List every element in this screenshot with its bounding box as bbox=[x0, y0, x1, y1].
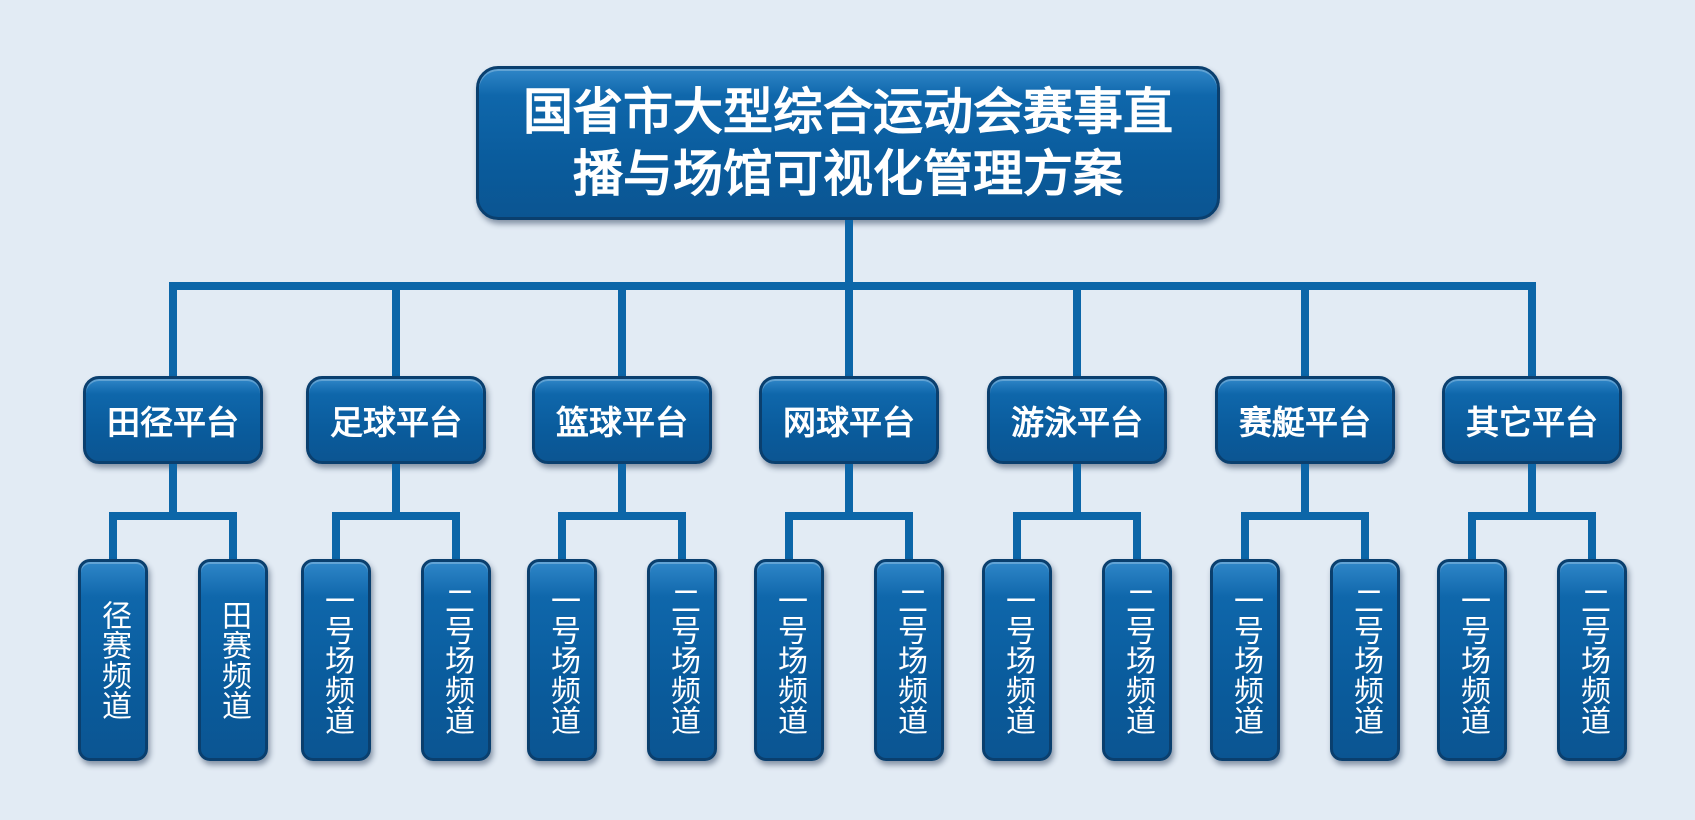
root-title-line1: 国省市大型综合运动会赛事直 bbox=[523, 83, 1173, 141]
channel-node: 二号场频道 bbox=[1330, 559, 1400, 761]
platform-drop-0 bbox=[169, 282, 177, 376]
root-title-line2: 播与场馆可视化管理方案 bbox=[573, 145, 1123, 203]
channel-node: 一号场频道 bbox=[1210, 559, 1280, 761]
channel-node: 二号场频道 bbox=[1557, 559, 1627, 761]
platform-drop-2 bbox=[618, 282, 626, 376]
child-bus-1 bbox=[332, 512, 460, 520]
channel-drop-1-1 bbox=[452, 512, 460, 559]
channel-drop-4-1 bbox=[1133, 512, 1141, 559]
channel-drop-0-1 bbox=[229, 512, 237, 559]
channel-node: 二号场频道 bbox=[421, 559, 491, 761]
channel-node: 一号场频道 bbox=[982, 559, 1052, 761]
child-bus-6 bbox=[1468, 512, 1596, 520]
platform-drop-6 bbox=[1528, 282, 1536, 376]
platform-drop-4 bbox=[1073, 282, 1081, 376]
channel-drop-2-0 bbox=[558, 512, 566, 559]
platform-stem-5 bbox=[1301, 464, 1309, 520]
channel-drop-5-1 bbox=[1361, 512, 1369, 559]
channel-node: 二号场频道 bbox=[1102, 559, 1172, 761]
channel-drop-3-1 bbox=[905, 512, 913, 559]
channel-node: 二号场频道 bbox=[874, 559, 944, 761]
platform-drop-1 bbox=[392, 282, 400, 376]
channel-drop-2-1 bbox=[678, 512, 686, 559]
child-bus-4 bbox=[1013, 512, 1141, 520]
child-bus-2 bbox=[558, 512, 686, 520]
platform-node: 足球平台 bbox=[306, 376, 486, 464]
platform-drop-5 bbox=[1301, 282, 1309, 376]
root-node: 国省市大型综合运动会赛事直 播与场馆可视化管理方案 bbox=[476, 66, 1220, 220]
platform-drop-3 bbox=[845, 282, 853, 376]
channel-drop-6-1 bbox=[1588, 512, 1596, 559]
platform-stem-4 bbox=[1073, 464, 1081, 520]
platform-stem-2 bbox=[618, 464, 626, 520]
channel-drop-3-0 bbox=[785, 512, 793, 559]
channel-drop-1-0 bbox=[332, 512, 340, 559]
channel-node: 一号场频道 bbox=[527, 559, 597, 761]
platform-node: 篮球平台 bbox=[532, 376, 712, 464]
platform-stem-3 bbox=[845, 464, 853, 520]
platform-node: 其它平台 bbox=[1442, 376, 1622, 464]
platform-node: 游泳平台 bbox=[987, 376, 1167, 464]
channel-drop-6-0 bbox=[1468, 512, 1476, 559]
platform-node: 赛艇平台 bbox=[1215, 376, 1395, 464]
channel-drop-5-0 bbox=[1241, 512, 1249, 559]
child-bus-0 bbox=[109, 512, 237, 520]
channel-node: 一号场频道 bbox=[301, 559, 371, 761]
channel-drop-4-0 bbox=[1013, 512, 1021, 559]
child-bus-5 bbox=[1241, 512, 1369, 520]
child-bus-3 bbox=[785, 512, 913, 520]
channel-node: 一号场频道 bbox=[1437, 559, 1507, 761]
channel-node: 田赛频道 bbox=[198, 559, 268, 761]
channel-node: 一号场频道 bbox=[754, 559, 824, 761]
platform-stem-0 bbox=[169, 464, 177, 520]
root-connector bbox=[845, 220, 853, 290]
channel-node: 二号场频道 bbox=[647, 559, 717, 761]
platform-stem-1 bbox=[392, 464, 400, 520]
channel-drop-0-0 bbox=[109, 512, 117, 559]
channel-node: 径赛频道 bbox=[78, 559, 148, 761]
platform-node: 田径平台 bbox=[83, 376, 263, 464]
platform-stem-6 bbox=[1528, 464, 1536, 520]
platform-node: 网球平台 bbox=[759, 376, 939, 464]
